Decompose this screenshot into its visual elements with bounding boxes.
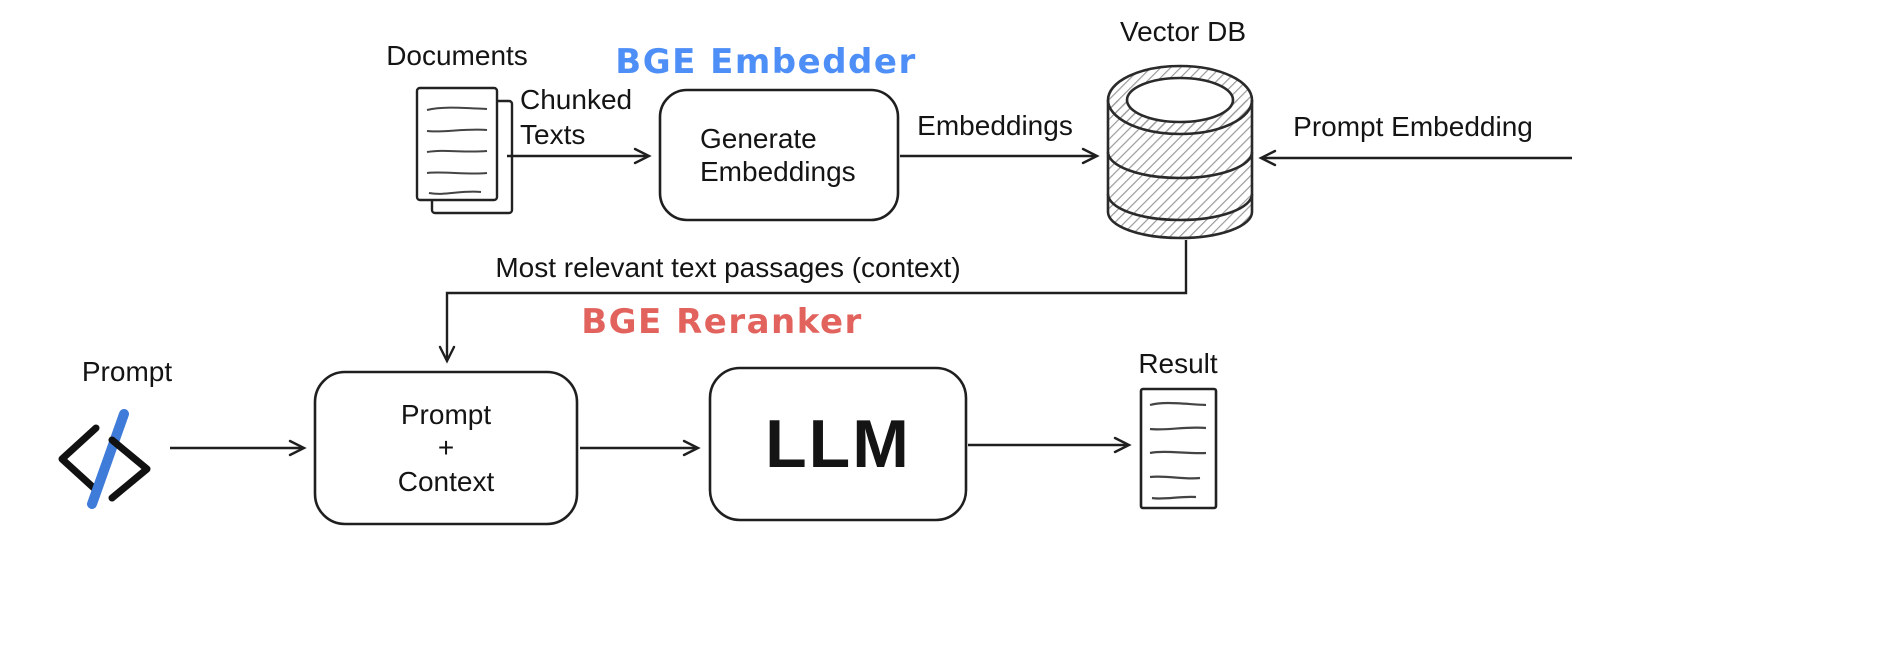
vector-db-label: Vector DB bbox=[1119, 16, 1247, 47]
chunked-texts-line1: Chunked bbox=[520, 84, 633, 115]
result-label: Result bbox=[1138, 348, 1218, 379]
generate-embeddings-line1: Generate bbox=[700, 122, 817, 154]
generate-embeddings-label: Generate Embeddings bbox=[700, 90, 898, 220]
bge-embedder-title: BGE Embedder bbox=[615, 42, 917, 82]
generate-embeddings-box bbox=[658, 88, 900, 222]
documents-label: Documents bbox=[386, 40, 528, 71]
llm-box bbox=[708, 366, 968, 522]
prompt-label: Prompt bbox=[81, 356, 173, 387]
prompt-context-box bbox=[313, 370, 579, 526]
result-icon bbox=[1139, 387, 1218, 510]
prompt-context-line3: Context bbox=[397, 465, 495, 497]
llm-text: LLM bbox=[765, 405, 911, 482]
llm-label: LLM bbox=[710, 368, 966, 520]
documents-icon bbox=[415, 86, 514, 215]
vector-db-icon bbox=[1106, 64, 1254, 240]
context-edge-label: Most relevant text passages (context) bbox=[495, 252, 961, 283]
generate-embeddings-line2: Embeddings bbox=[700, 156, 856, 187]
embeddings-edge-label: Embeddings bbox=[917, 110, 1073, 141]
prompt-context-line1: Prompt bbox=[400, 399, 492, 431]
chunked-texts-label: Chunked Texts bbox=[520, 82, 632, 152]
chunked-texts-line2: Texts bbox=[520, 119, 586, 150]
bge-reranker-title: BGE Reranker bbox=[581, 302, 863, 342]
prompt-context-label: Prompt + Context bbox=[315, 372, 577, 524]
code-icon bbox=[58, 409, 151, 509]
prompt-embedding-label: Prompt Embedding bbox=[1293, 111, 1533, 142]
edge-db-to-prompt-context bbox=[438, 240, 1188, 364]
prompt-context-line2: + bbox=[437, 432, 455, 464]
